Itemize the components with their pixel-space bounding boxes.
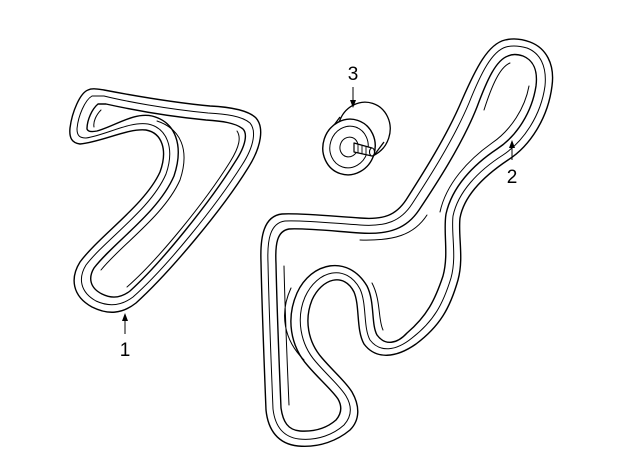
callout-1: 1 — [120, 313, 131, 361]
callout-2-label: 2 — [507, 167, 518, 188]
belt-2-drawing — [260, 38, 554, 447]
callout-1-label: 1 — [120, 340, 131, 361]
callout-3-label: 3 — [348, 64, 359, 85]
callout-2: 2 — [507, 140, 518, 188]
belt-1-drawing — [69, 88, 262, 313]
pulley-3-drawing — [322, 101, 391, 176]
callout-3: 3 — [348, 64, 359, 108]
